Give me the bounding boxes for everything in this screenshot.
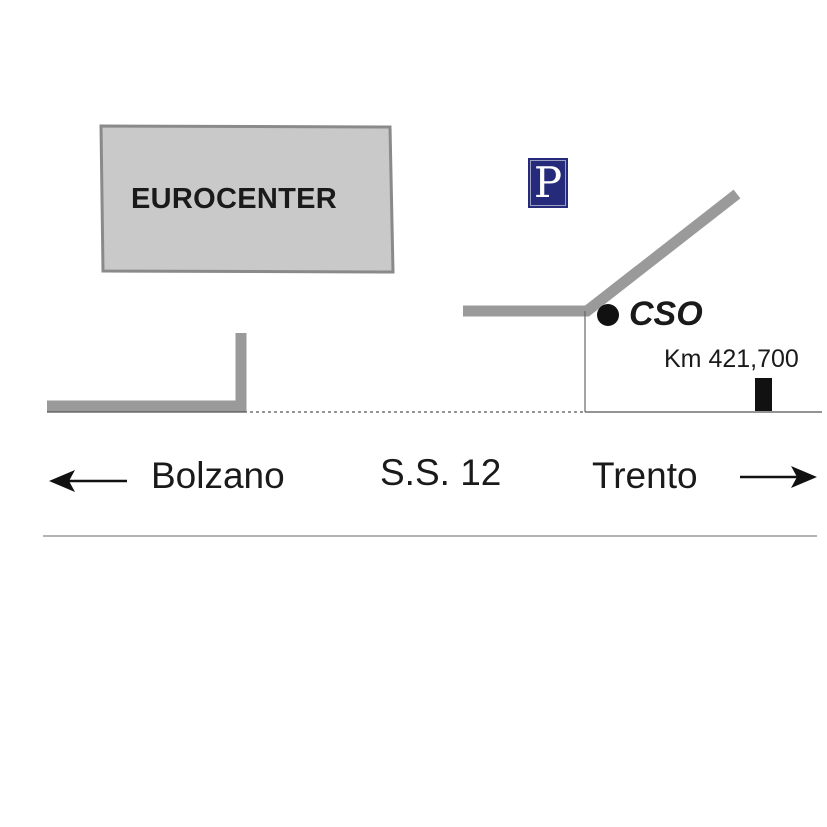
arrow-right-icon — [740, 466, 817, 488]
building-label: EUROCENTER — [131, 183, 338, 215]
side-road-left — [47, 333, 247, 412]
kilometer-marker-icon — [755, 378, 772, 411]
parking-sign-icon: P — [528, 158, 568, 208]
direction-label-right: Trento — [592, 455, 698, 496]
road-name-label: S.S. 12 — [380, 452, 502, 493]
side-road-right — [463, 189, 741, 317]
eurocenter-building — [99, 124, 395, 274]
location-label: CSO — [629, 295, 703, 333]
kilometer-label: Km 421,700 — [664, 345, 799, 373]
arrow-left-icon — [49, 470, 127, 492]
direction-label-left: Bolzano — [151, 455, 285, 496]
location-dot-icon — [597, 304, 619, 326]
